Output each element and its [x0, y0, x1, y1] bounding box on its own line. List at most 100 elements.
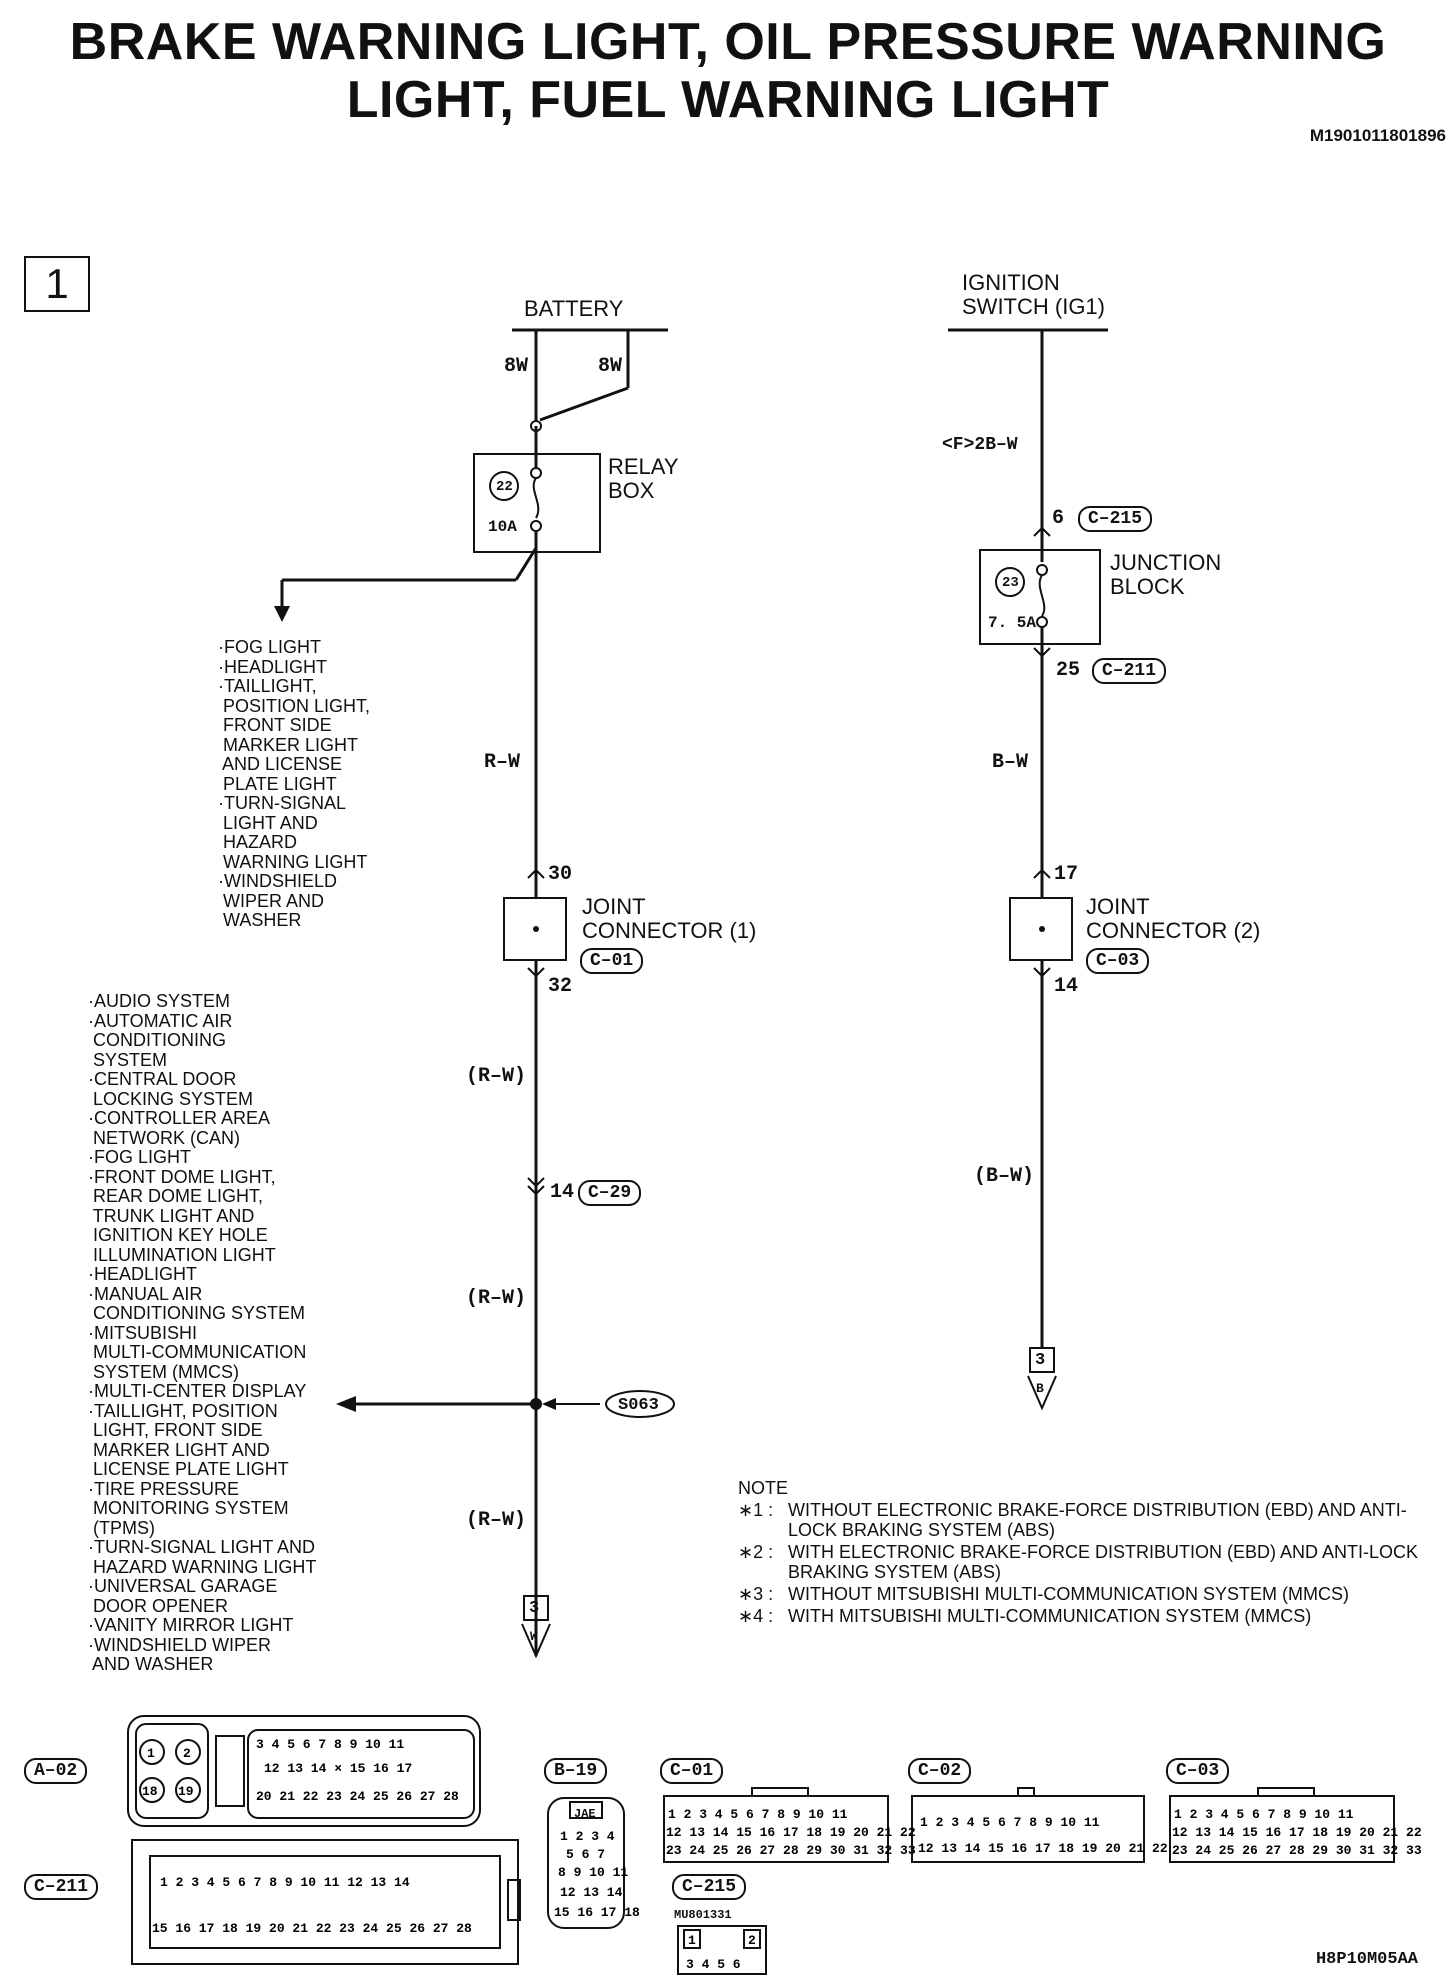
connector-b19-tag: JAE	[574, 1807, 596, 1821]
relay-branch-item: ·FOG LIGHT	[218, 637, 321, 657]
ref-number-w: 3	[529, 1599, 540, 1618]
relay-branch-item: ·WINDSHIELD	[218, 871, 338, 891]
wire-r-w-paren-2: (R–W)	[466, 1287, 527, 1310]
svg-text:15 16 17 18 19 20 21 22 23 24: 15 16 17 18 19 20 21 22 23 24 25 26 27 2…	[152, 1921, 472, 1936]
relay-branch-item: ·TAILLIGHT,	[218, 676, 317, 696]
document-id: M1901011801896	[1309, 126, 1446, 145]
wire-8w-left: 8W	[504, 355, 529, 378]
connector-c215-code: C–215	[672, 1874, 747, 1900]
splice-branch-item: REAR DOME LIGHT,	[88, 1186, 264, 1206]
splice-branch-item: ·VANITY MIRROR LIGHT	[88, 1615, 294, 1635]
note-mark: ∗2 :	[738, 1542, 774, 1562]
c29-chevron-1	[527, 1177, 545, 1188]
splice-branch-item: NETWORK (CAN)	[88, 1127, 240, 1148]
splice-branch-item: ·FRONT DOME LIGHT,	[88, 1166, 276, 1187]
note-mark: ∗4 :	[738, 1606, 774, 1626]
splice-branch-item: SYSTEM	[88, 1049, 168, 1070]
connector-c215-drawing: 1 2 3 4 5 6	[677, 1925, 767, 1975]
svg-text:23 24 25 26 27 28 29 30 31 32: 23 24 25 26 27 28 29 30 31 32 33	[666, 1843, 916, 1858]
branch-diag	[514, 547, 538, 581]
note-item: ∗4 : WITH MITSUBISHI MULTI-COMMUNICATION…	[738, 1606, 1428, 1626]
connector-c211-drawing: 1 2 3 4 5 6 7 8 9 10 11 12 13 14 15 16 1…	[131, 1839, 521, 1965]
svg-text:23 24 25 26 27 28 29 30 31 32: 23 24 25 26 27 28 29 30 31 32 33	[1172, 1843, 1422, 1858]
wire-r-w-label: R–W	[484, 751, 521, 774]
connector-c02-code: C–02	[908, 1758, 972, 1784]
splice-branch-item: MONITORING SYSTEM	[88, 1498, 289, 1518]
note-item: ∗3 : WITHOUT MITSUBISHI MULTI-COMMUNICAT…	[738, 1584, 1428, 1604]
c211-chevron	[1033, 647, 1051, 658]
branch-arrow	[274, 606, 290, 622]
c29-connector-code: C–29	[578, 1180, 642, 1206]
connector-c03-drawing: 1 2 3 4 5 6 7 8 9 10 11 12 13 14 15 16 1…	[1169, 1787, 1422, 1863]
fuse-23-top	[1036, 564, 1048, 576]
svg-text:1: 1	[688, 1933, 696, 1948]
relay-branch-item: FRONT SIDE	[218, 715, 332, 735]
splice-branch-item: LOCKING SYSTEM	[88, 1088, 254, 1109]
splice-branch-item: ILLUMINATION LIGHT	[88, 1244, 276, 1265]
c211-pin: 25	[1056, 659, 1081, 682]
svg-text:12 13 14 15 16 17 18 19 20 21: 12 13 14 15 16 17 18 19 20 21 22	[1172, 1825, 1422, 1840]
svg-text:2: 2	[748, 1933, 756, 1948]
c215-pin: 6	[1052, 507, 1065, 530]
svg-text:12 13 14 ⨯ 15 16 17: 12 13 14 ⨯ 15 16 17	[264, 1761, 412, 1776]
splice-branch-item: MULTI-COMMUNICATION	[88, 1342, 307, 1362]
svg-text:18: 18	[142, 1784, 158, 1799]
splice-branch-item: HAZARD WARNING LIGHT	[88, 1556, 317, 1577]
splice-branch-item: TRUNK LIGHT AND	[88, 1205, 255, 1226]
relay-box-label-2: BOX	[608, 478, 655, 503]
fuse-22-rating: 10A	[488, 518, 517, 536]
fuse-22-element	[532, 477, 540, 519]
splice-branch-item: SYSTEM (MMCS)	[88, 1361, 239, 1382]
splice-branch-item: ·TAILLIGHT, POSITION	[88, 1400, 278, 1421]
svg-text:5 6 7: 5 6 7	[566, 1847, 605, 1862]
splice-branch-item: ·WINDSHIELD WIPER	[88, 1634, 272, 1655]
splice-branch-item: ·MULTI-CENTER DISPLAY	[88, 1381, 307, 1401]
relay-branch-item: LIGHT AND	[218, 812, 318, 833]
splice-branch-item: (TPMS)	[88, 1517, 155, 1538]
connector-a02-drawing: 1 2 18 19 3 4 5 6 7 8 9 10 11 12 13 14 ⨯…	[127, 1715, 481, 1827]
relay-branch-item: WASHER	[218, 910, 302, 930]
splice-branch-item: LIGHT, FRONT SIDE	[88, 1420, 263, 1440]
connector-a02-code: A–02	[24, 1758, 88, 1784]
jc2-connector-code: C–03	[1086, 948, 1150, 974]
wire-r-w-paren-3: (R–W)	[466, 1509, 527, 1532]
wire-b-w-paren: (B–W)	[974, 1165, 1035, 1188]
ref-box-w	[523, 1595, 549, 1621]
c215-chevron	[1033, 526, 1051, 537]
svg-text:12 13 14 15 16 17 18 19 20 21: 12 13 14 15 16 17 18 19 20 21 22	[666, 1825, 916, 1840]
jc2-dot	[1039, 926, 1045, 932]
svg-text:1: 1	[147, 1746, 155, 1761]
svg-text:1 2 3 4 5 6 7 8 9 10 11: 1 2 3 4 5 6 7 8 9 10 11	[668, 1807, 848, 1822]
splice-branch-item: LICENSE PLATE LIGHT	[88, 1459, 289, 1479]
jc1-out-chevron	[527, 967, 545, 978]
connector-b19-code: B–19	[544, 1758, 608, 1784]
svg-text:8 9 10 11: 8 9 10 11	[558, 1865, 628, 1880]
ref-letter-b: B	[1036, 1381, 1044, 1396]
notes-heading: NOTE	[738, 1478, 789, 1498]
splice-branch-item: ·CONTROLLER AREA	[88, 1108, 271, 1128]
jc2-pin-out: 14	[1054, 975, 1079, 998]
svg-text:2: 2	[183, 1746, 191, 1761]
svg-text:15 16 17 18: 15 16 17 18	[554, 1905, 640, 1920]
c29-pin: 14	[550, 1181, 575, 1204]
junction-block-label-1: JUNCTION	[1110, 550, 1222, 575]
c215-connector-code: C–215	[1078, 506, 1153, 532]
connector-c211-code: C–211	[24, 1874, 99, 1900]
fuse-22-bottom	[530, 520, 542, 532]
relay-branch-item: AND LICENSE	[218, 754, 343, 774]
splice-branch-item: CONDITIONING SYSTEM	[88, 1303, 306, 1323]
splice-branch-item: CONDITIONING	[88, 1030, 226, 1050]
junction-block	[979, 549, 1101, 645]
wire-2b-w-label: <F>2B–W	[942, 435, 1018, 455]
ignition-label-2: SWITCH (IG1)	[962, 294, 1105, 319]
splice-branch-arrow	[336, 1396, 356, 1412]
jc2-pin-in: 17	[1054, 863, 1079, 886]
jc2-in-chevron	[1033, 868, 1051, 879]
ref-box-b	[1029, 1347, 1055, 1373]
relay-branch-item: WARNING LIGHT	[218, 851, 368, 872]
junction-block-label-2: BLOCK	[1110, 574, 1185, 599]
splice-branch-item: ·UNIVERSAL GARAGE	[88, 1576, 278, 1596]
ignition-label-1: IGNITION	[962, 270, 1060, 295]
note-text: WITHOUT ELECTRONIC BRAKE-FORCE DISTRIBUT…	[788, 1500, 1407, 1540]
notes-block: NOTE ∗1 : WITHOUT ELECTRONIC BRAKE-FORCE…	[738, 1478, 1428, 1626]
